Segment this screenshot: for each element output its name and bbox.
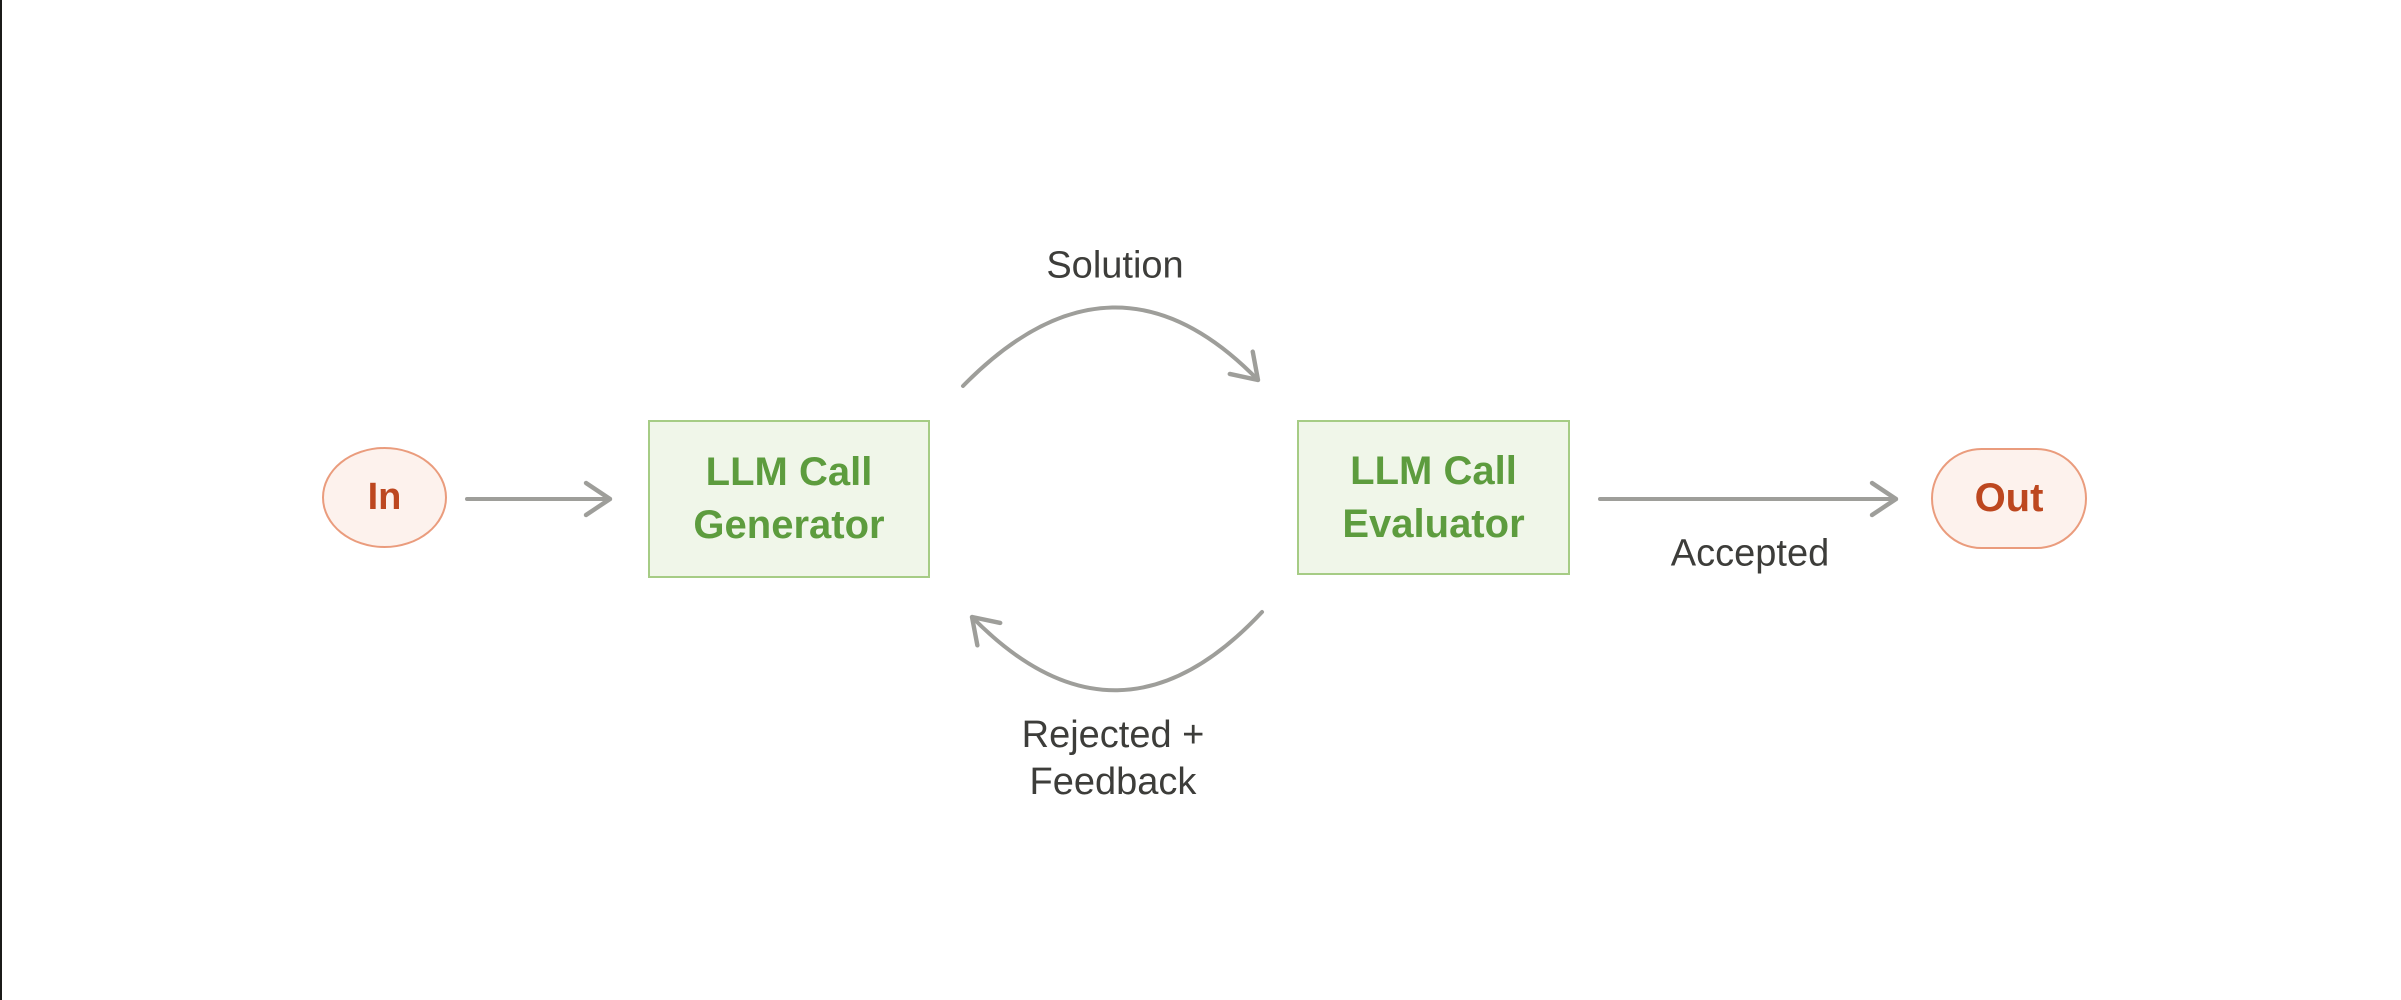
node-llm-call-generator: LLM Call Generator	[648, 420, 930, 578]
arrow-solution-arc	[961, 305, 1261, 388]
node-llm-call-evaluator: LLM Call Evaluator	[1297, 420, 1570, 575]
edge-label-rejected-line2: Feedback	[1029, 761, 1197, 803]
arrow-rejected-arc	[969, 610, 1264, 693]
edge-label-rejected-line1: Rejected +	[1021, 714, 1205, 756]
node-evaluator-label: LLM Call Evaluator	[1342, 445, 1524, 551]
node-evaluator-label-line2: Evaluator	[1342, 501, 1525, 546]
node-evaluator-label-line1: LLM Call	[1350, 448, 1517, 493]
node-generator-label: LLM Call Generator	[693, 446, 884, 552]
node-generator-label-line2: Generator	[693, 503, 885, 547]
node-out: Out	[1931, 448, 2087, 549]
edge-label-accepted: Accepted	[1670, 532, 1830, 575]
node-in: In	[322, 447, 447, 548]
left-edge-line	[0, 0, 2, 1000]
edge-label-solution: Solution	[1046, 244, 1184, 287]
node-out-label: Out	[1974, 476, 2044, 520]
node-generator-label-line1: LLM Call	[705, 450, 873, 494]
edge-label-rejected: Rejected + Feedback	[1022, 712, 1205, 806]
node-in-label: In	[367, 476, 402, 518]
